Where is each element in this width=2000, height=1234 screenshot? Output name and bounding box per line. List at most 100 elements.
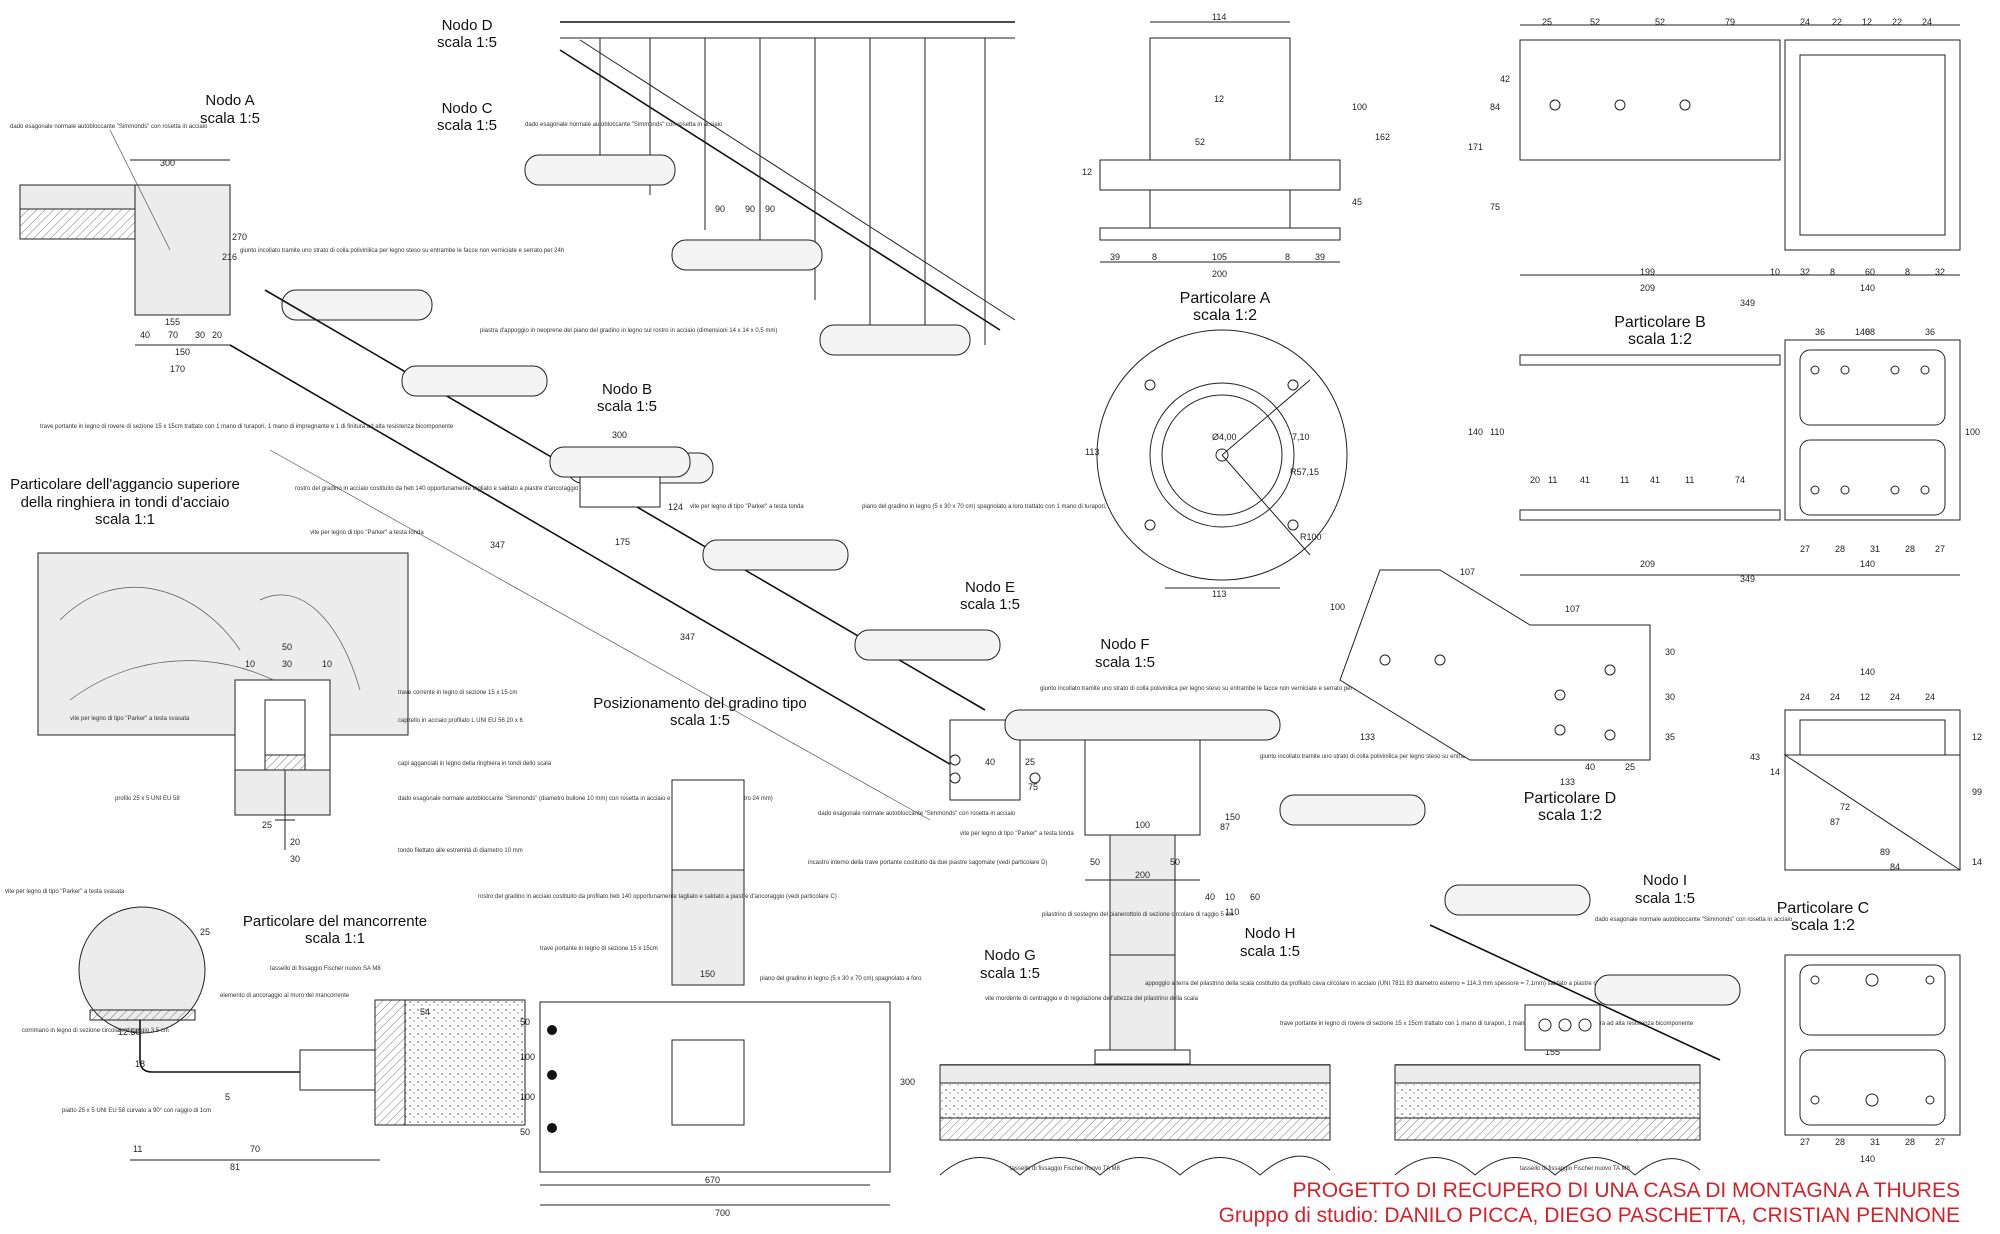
particolare-a-scale: scala 1:2 <box>1193 307 1257 324</box>
dim: 28 <box>1835 544 1845 554</box>
dim: 24 <box>1890 692 1900 702</box>
dim: 14 <box>1770 767 1780 777</box>
dim: 90 <box>745 204 755 214</box>
mancorrente-title: Particolare del mancorrente <box>243 913 427 930</box>
dim: 89 <box>1880 847 1890 857</box>
dim: 40 <box>1585 762 1595 772</box>
dim: 150 <box>175 347 190 357</box>
dim: 349 <box>1740 574 1755 584</box>
dim: 11 <box>133 1144 142 1154</box>
dim: 10 <box>245 659 255 669</box>
dim: 209 <box>1640 283 1655 293</box>
dim: 100 <box>1135 820 1150 830</box>
project-title: PROGETTO DI RECUPERO DI UNA CASA DI MONT… <box>1292 1179 1960 1202</box>
note: trave portante in legno di rovere di sez… <box>40 424 454 430</box>
particolare-a-title: Particolare A <box>1180 290 1271 307</box>
dim: 31 <box>1870 544 1880 554</box>
particolare-d-drawing: 107 107 100 133 133 40 25 30 30 35 Parti… <box>1330 567 1675 824</box>
note: piatto 25 x 5 UNI EU 58 curvato a 90° co… <box>62 1108 211 1114</box>
dim: 40 <box>1205 892 1215 902</box>
nodo-c-d-drawing: Nodo D scala 1:5 Nodo C scala 1:5 90 90 … <box>437 17 1016 356</box>
nodo-b-drawing: Nodo B scala 1:5 300 124 175 <box>549 381 691 547</box>
nodo-f-title: Nodo F <box>1100 636 1149 653</box>
dim: 12 <box>1082 167 1092 177</box>
particolare-b-title: Particolare B <box>1614 314 1706 331</box>
nodo-i-scale: scala 1:5 <box>1635 890 1695 907</box>
dim: 300 <box>160 158 175 168</box>
particolare-b-scale: scala 1:2 <box>1628 331 1692 348</box>
dim: 31 <box>1870 1137 1880 1147</box>
dim: 24 <box>1800 692 1810 702</box>
dim: 35 <box>1665 732 1675 742</box>
dim: 12 <box>1214 94 1224 104</box>
note: vite per legno di tipo "Parker" a testa … <box>310 530 424 536</box>
dim: 72 <box>1840 802 1850 812</box>
dim: 24 <box>1830 692 1840 702</box>
note: appoggio a terra del pilastrino della sc… <box>1145 981 1666 987</box>
note: elemento di ancoraggio al muro del manco… <box>220 993 350 999</box>
dim: 700 <box>715 1208 730 1218</box>
dim: 300 <box>612 430 627 440</box>
nodo-f-drawing: Nodo F scala 1:5 200 50 50 100 87 150 gi… <box>1004 636 1584 956</box>
nodo-a-drawing: Nodo A scala 1:5 300 150 170 40 70 30 20… <box>10 92 564 430</box>
dim: 28 <box>1905 544 1915 554</box>
project-authors: Gruppo di studio: DANILO PICCA, DIEGO PA… <box>1218 1204 1960 1227</box>
dim: 11 <box>1685 475 1694 485</box>
dim: 100 <box>520 1092 535 1102</box>
dim: 32 <box>1935 267 1945 277</box>
dim: 670 <box>705 1175 720 1185</box>
dim: 10 <box>1770 267 1780 277</box>
dim: 22 <box>1832 17 1842 27</box>
dim: 150 <box>700 969 715 979</box>
dim: 140 <box>1855 327 1870 337</box>
nodo-c-title: Nodo C <box>442 100 493 117</box>
dim: 12 <box>1860 692 1870 702</box>
dim: 60 <box>1865 267 1875 277</box>
particolare-d-scale: scala 1:2 <box>1538 807 1602 824</box>
dim: 216 <box>222 252 237 262</box>
nodo-d-title: Nodo D <box>442 17 493 34</box>
dim: 5 <box>225 1092 230 1102</box>
note: rostro del gradino in acciaio costituito… <box>295 486 631 492</box>
dim: 27 <box>1800 544 1810 554</box>
dim: 347 <box>680 632 695 642</box>
dim: 10 <box>322 659 332 669</box>
dim: 40 <box>985 757 995 767</box>
dim: 25 <box>200 927 210 937</box>
aggancio-scale: scala 1:1 <box>95 511 155 528</box>
dim: 124 <box>668 502 683 512</box>
dim: 52 <box>1655 17 1665 27</box>
dim: 30 <box>1665 647 1675 657</box>
dim: 27 <box>1935 544 1945 554</box>
dim: 133 <box>1360 732 1375 742</box>
nodo-g-scale: scala 1:5 <box>980 965 1040 982</box>
note: vite per legno di tipo "Parker" a testa … <box>960 831 1074 837</box>
dim: 36 <box>1925 327 1935 337</box>
dim: 100 <box>1965 427 1980 437</box>
dim: 39 <box>1315 252 1325 262</box>
nodo-e-scale: scala 1:5 <box>960 596 1020 613</box>
dim: 45 <box>1352 197 1362 207</box>
dim: 8 <box>1285 252 1290 262</box>
note: dado esagonale normale autobloccante "Si… <box>10 124 208 130</box>
particolare-b-drawing: 25 52 52 79 24 22 12 22 24 171 84 75 42 … <box>1468 17 1980 584</box>
note: tondo filettato alle estremità di diamet… <box>398 848 523 854</box>
dim: 8 <box>1152 252 1157 262</box>
dim: 36 <box>1815 327 1825 337</box>
dim: 133 <box>1560 777 1575 787</box>
dim: 11 <box>1548 475 1557 485</box>
mancorrente-scale: scala 1:1 <box>305 930 365 947</box>
nodo-i-drawing: Nodo I scala 1:5 dado esagonale normale … <box>1429 872 1793 1061</box>
dim: 175 <box>615 537 630 547</box>
aggancio-title-2: della ringhiera in tondi d'acciaio <box>21 494 230 511</box>
dim: 50 <box>1090 857 1100 867</box>
dim: 28 <box>1835 1137 1845 1147</box>
dim: 30 <box>282 659 292 669</box>
dim: 90 <box>715 204 725 214</box>
note: corrimano in legno di sezione circolare … <box>22 1028 169 1034</box>
dim: 54 <box>420 1007 430 1017</box>
dim: 209 <box>1640 559 1655 569</box>
dim: 140 <box>1468 427 1483 437</box>
dim: 79 <box>1725 17 1735 27</box>
